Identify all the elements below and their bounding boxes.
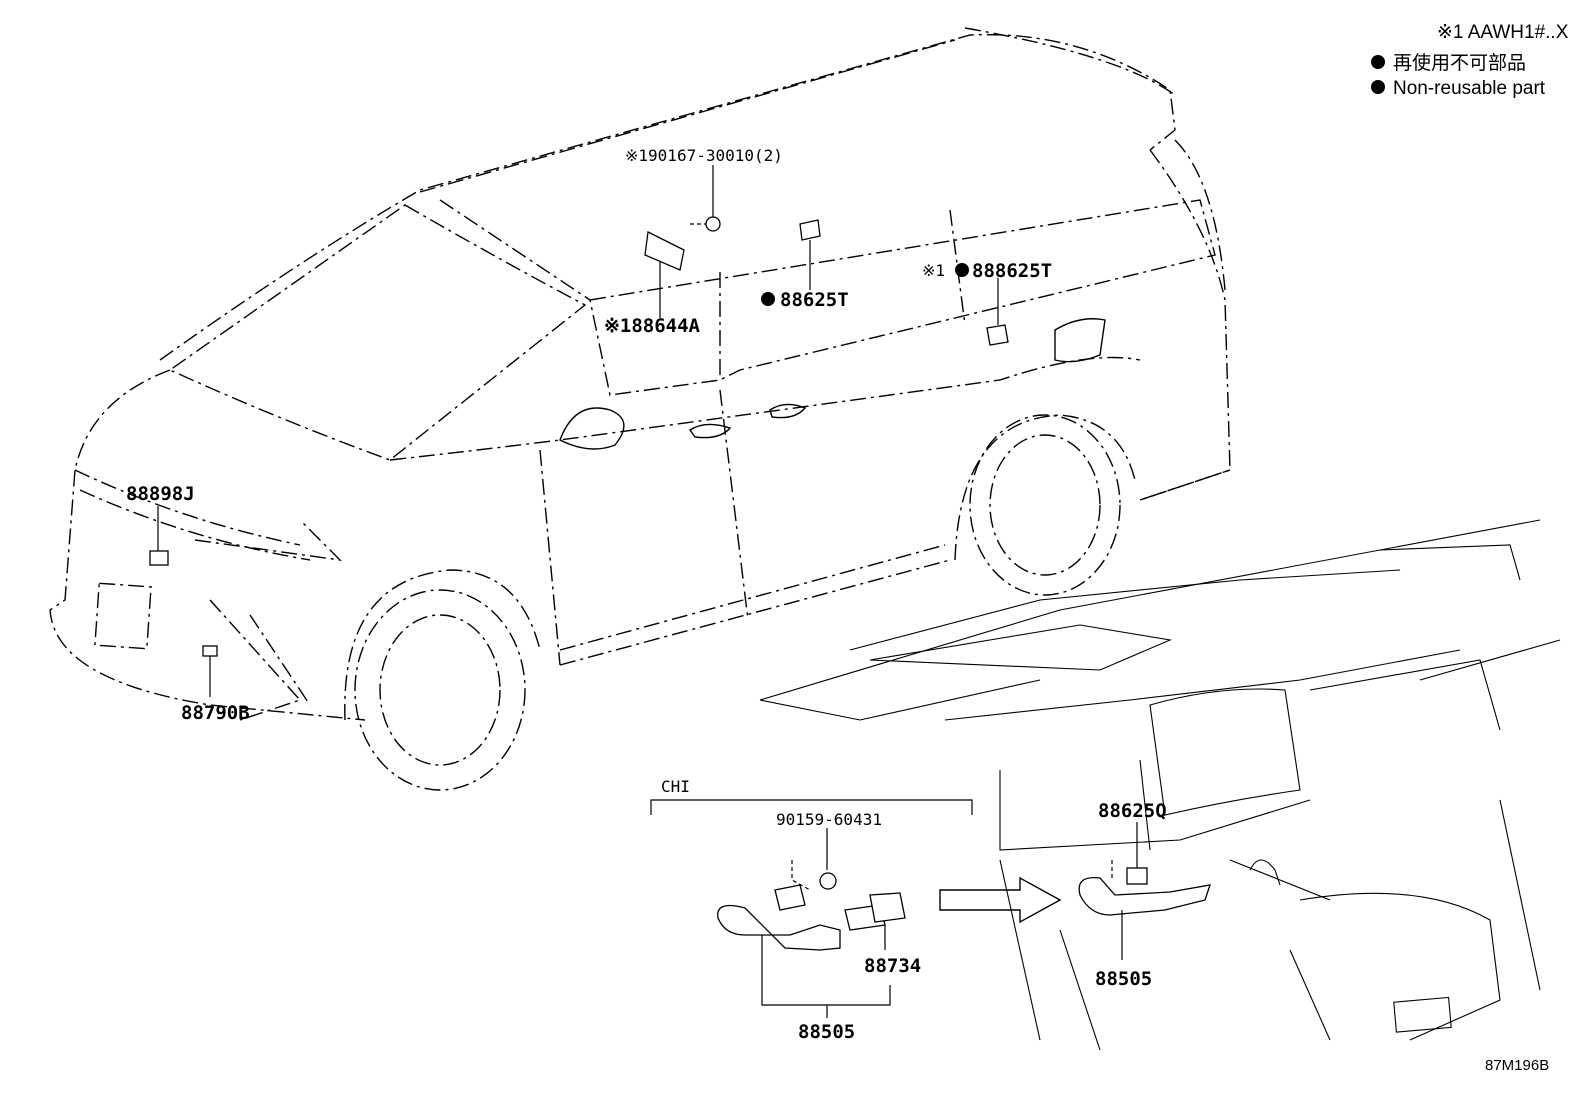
callout-888625T-prefix: ※1 [922,261,945,280]
callout-bolt-ref: ※190167-30010(2) [625,146,783,165]
callout-88625Q: 88625Q [1098,800,1167,822]
callout-88898J: 88898J [126,483,195,505]
legend-item-jp: 再使用不可部品 [1393,52,1526,74]
antenna-module-part [644,231,685,318]
group-label: CHI [661,777,690,796]
callout-88644A: ※188644A [604,315,701,337]
sensor-88625T-part [799,219,821,290]
callout-88625T: 88625T [780,289,849,311]
arrow-icon [939,876,1062,924]
non-reusable-icon [955,263,969,277]
harness-right-part [1078,822,1211,960]
sensor-88898J-part [149,506,169,566]
callout-88505-right: 88505 [1095,968,1152,990]
diagram-code: 87M196B [1485,1057,1549,1074]
legend-item-en: Non-reusable part [1393,78,1546,99]
chi-bracket [650,799,973,1018]
callout-88734: 88734 [864,955,921,977]
bullet-icon [1371,55,1385,69]
sensor-88790B-part [202,645,218,697]
bullet-icon [1371,80,1385,94]
callout-88505-left: 88505 [798,1021,855,1043]
model-note: ※1 AAWH1#..X [1437,22,1569,43]
sensor-888625T-part [986,278,1009,346]
non-reusable-icon [761,292,775,306]
callout-88790B: 88790B [181,702,250,724]
callout-90159: 90159-60431 [776,810,882,829]
callout-888625T: 888625T [972,260,1052,282]
vehicle-outline [49,27,1231,791]
bolt-part [690,165,721,232]
